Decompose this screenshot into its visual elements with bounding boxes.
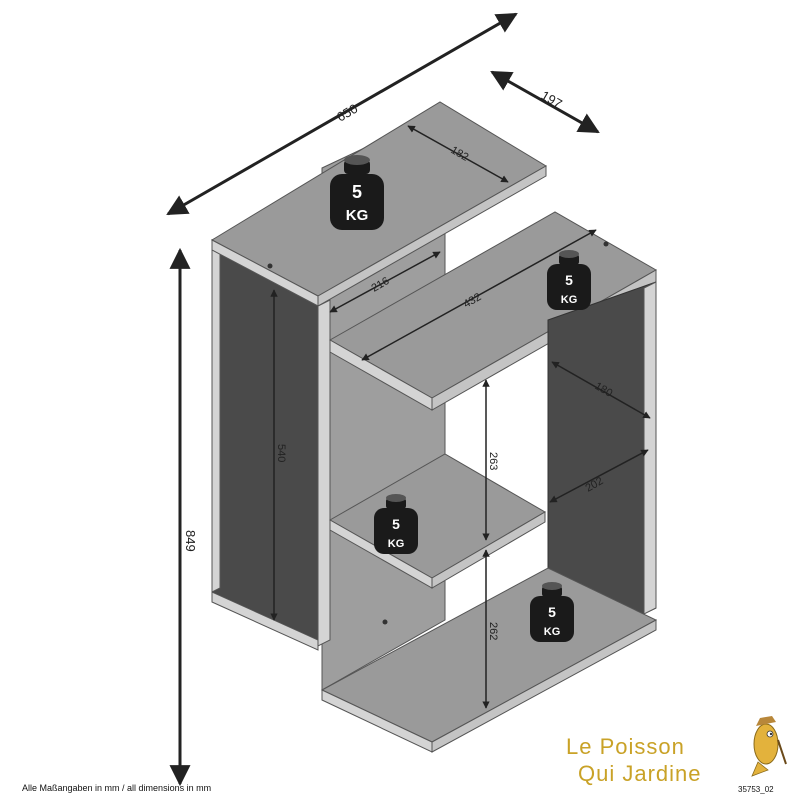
svg-text:KG: KG [544,626,561,638]
side-height-label: 540 [275,444,287,462]
weight-icon: 5 KG [330,155,384,230]
brand-logo: Le Poisson Qui Jardine [566,734,746,794]
brand-line-1: Le Poisson [566,734,685,759]
left-side-panel [211,239,319,641]
svg-text:KG: KG [388,538,405,550]
dimensions-footnote: Alle Maßangaben in mm / all dimensions i… [22,783,212,793]
reference-code: 35753_02 [738,785,774,794]
fish-mascot-icon [751,716,787,777]
overall-width-arrow [166,12,518,216]
weight-icon: 5 KG [374,494,418,554]
screw-hole [267,263,273,269]
upper-gap-label: 263 [487,452,499,470]
right-compartment-depth-arrow [551,361,651,419]
shelf-unit [210,101,658,753]
svg-text:5: 5 [392,516,400,532]
bottom-shelf-right-edge [431,619,657,753]
left-block-bottom [211,591,319,651]
depth-arrow [490,70,600,134]
inner-divider [317,299,331,647]
brand-line-2: Qui Jardine [578,761,702,786]
lower-gap-label: 262 [487,622,499,640]
inner-depth-arrow [549,449,649,503]
svg-text:5: 5 [565,272,573,288]
top-shelf-depth-arrow [407,125,509,183]
right-side-front-edge [643,281,657,615]
middle-shelf-width-arrow [361,229,597,361]
svg-text:KG: KG [346,207,369,224]
height-label: 849 [183,530,198,552]
svg-text:5: 5 [548,604,556,620]
screw-hole [382,619,388,625]
left-panel-front-edge [211,235,221,593]
depth-label: 197 [539,88,565,112]
svg-text:5: 5 [352,182,362,202]
screw-hole [603,241,609,247]
weight-icon: 5 KG [530,582,574,642]
svg-text:KG: KG [561,294,578,306]
weight-icon: 5 KG [547,250,591,310]
